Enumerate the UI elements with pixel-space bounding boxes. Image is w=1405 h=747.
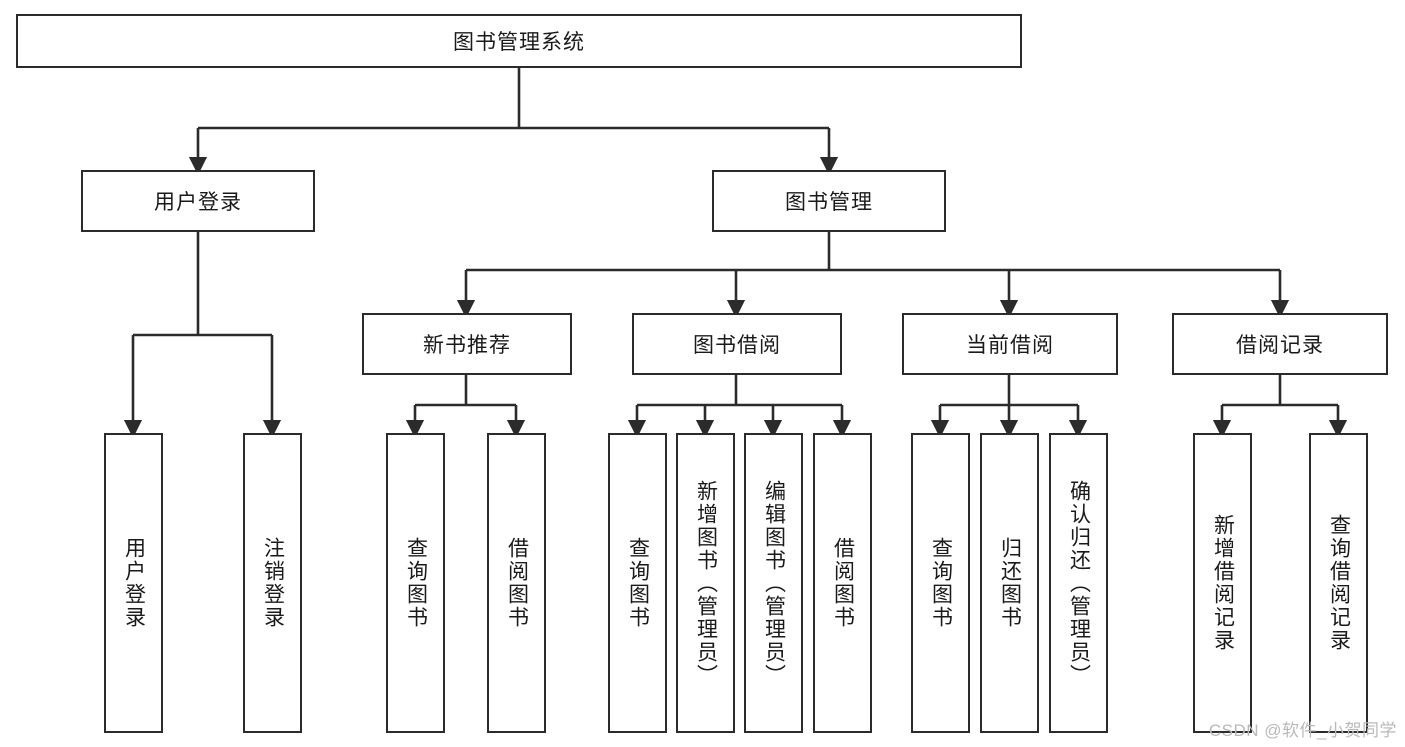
- node-book-borrow-label: 图书借阅: [693, 334, 781, 357]
- node-root-label: 图书管理系统: [453, 31, 585, 54]
- node-leaf-borrow-book-2[interactable]: 借阅图书: [813, 433, 872, 733]
- node-leaf-query-book-2-label: 查询图书: [626, 537, 650, 629]
- node-leaf-return-book[interactable]: 归还图书: [980, 433, 1039, 733]
- node-leaf-query-record[interactable]: 查询借阅记录: [1309, 433, 1368, 733]
- node-leaf-add-book[interactable]: 新增图书（管理员）: [676, 433, 735, 733]
- node-leaf-return-book-label: 归还图书: [998, 537, 1022, 629]
- node-leaf-add-record[interactable]: 新增借阅记录: [1193, 433, 1252, 733]
- node-leaf-logout-login-label: 注销登录: [261, 537, 285, 629]
- node-borrow-record[interactable]: 借阅记录: [1172, 313, 1388, 375]
- node-leaf-add-book-label: 新增图书（管理员）: [694, 479, 718, 687]
- node-leaf-query-book-1-label: 查询图书: [404, 537, 428, 629]
- node-user-login-label: 用户登录: [154, 191, 242, 214]
- node-book-borrow[interactable]: 图书借阅: [632, 313, 842, 375]
- node-leaf-borrow-book-1-label: 借阅图书: [505, 537, 529, 629]
- node-root[interactable]: 图书管理系统: [16, 14, 1022, 68]
- node-leaf-query-record-label: 查询借阅记录: [1327, 514, 1351, 652]
- node-leaf-user-login[interactable]: 用户登录: [104, 433, 163, 733]
- node-book-manage-label: 图书管理: [785, 191, 873, 214]
- node-new-book-recommend-label: 新书推荐: [423, 334, 511, 357]
- node-leaf-query-book-3-label: 查询图书: [929, 537, 953, 629]
- node-leaf-add-record-label: 新增借阅记录: [1211, 514, 1235, 652]
- node-leaf-query-book-2[interactable]: 查询图书: [608, 433, 667, 733]
- csdn-watermark: CSDN @软件_小贺同学: [1208, 721, 1397, 740]
- node-leaf-borrow-book-2-label: 借阅图书: [831, 537, 855, 629]
- node-leaf-confirm-return-label: 确认归还（管理员）: [1067, 479, 1091, 687]
- node-book-manage[interactable]: 图书管理: [712, 170, 946, 232]
- node-leaf-logout-login[interactable]: 注销登录: [243, 433, 302, 733]
- node-leaf-edit-book-label: 编辑图书（管理员）: [762, 479, 786, 687]
- node-leaf-query-book-1[interactable]: 查询图书: [386, 433, 445, 733]
- node-current-borrow-label: 当前借阅: [966, 334, 1054, 357]
- node-borrow-record-label: 借阅记录: [1236, 334, 1324, 357]
- node-user-login[interactable]: 用户登录: [81, 170, 315, 232]
- node-leaf-user-login-label: 用户登录: [122, 537, 146, 629]
- node-new-book-recommend[interactable]: 新书推荐: [362, 313, 572, 375]
- node-leaf-confirm-return[interactable]: 确认归还（管理员）: [1049, 433, 1108, 733]
- node-leaf-edit-book[interactable]: 编辑图书（管理员）: [744, 433, 803, 733]
- node-leaf-borrow-book-1[interactable]: 借阅图书: [487, 433, 546, 733]
- node-leaf-query-book-3[interactable]: 查询图书: [911, 433, 970, 733]
- node-current-borrow[interactable]: 当前借阅: [902, 313, 1118, 375]
